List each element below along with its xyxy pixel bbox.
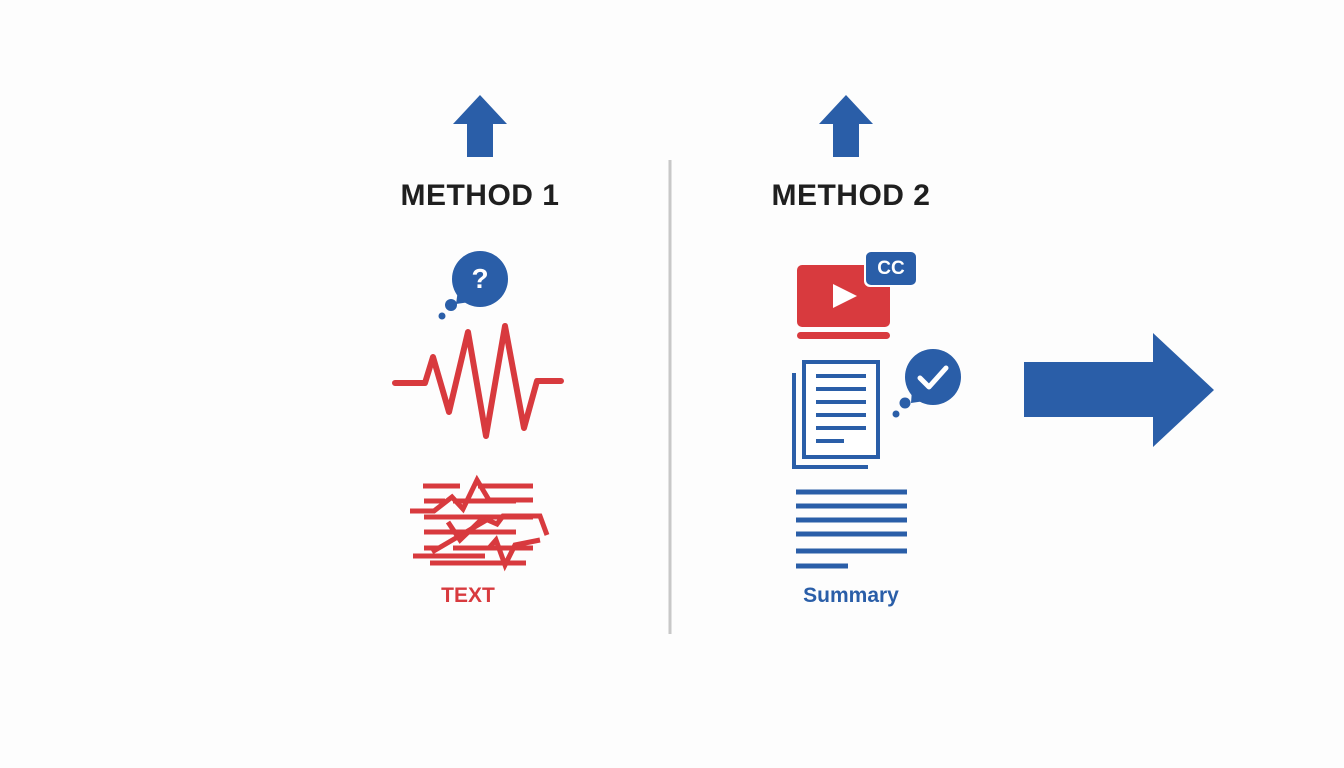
garbled-text-icon — [410, 474, 550, 572]
audio-waveform-icon — [392, 323, 564, 439]
method2-caption: Summary — [803, 584, 899, 607]
method1-title: METHOD 1 — [400, 179, 560, 212]
arrow-up-icon — [453, 95, 507, 157]
document-stack-icon — [792, 360, 880, 469]
question-mark-glyph: ? — [471, 263, 489, 294]
cc-badge-label: CC — [877, 258, 905, 279]
question-bubble-icon — [438, 251, 508, 320]
cc-badge-icon — [864, 250, 918, 287]
arrow-right-icon — [1024, 333, 1214, 447]
arrow-up-icon — [819, 95, 873, 157]
method2-title: METHOD 2 — [771, 179, 931, 212]
summary-lines-icon — [796, 489, 907, 569]
check-bubble-icon — [892, 349, 961, 418]
method1-caption: TEXT — [441, 584, 495, 607]
